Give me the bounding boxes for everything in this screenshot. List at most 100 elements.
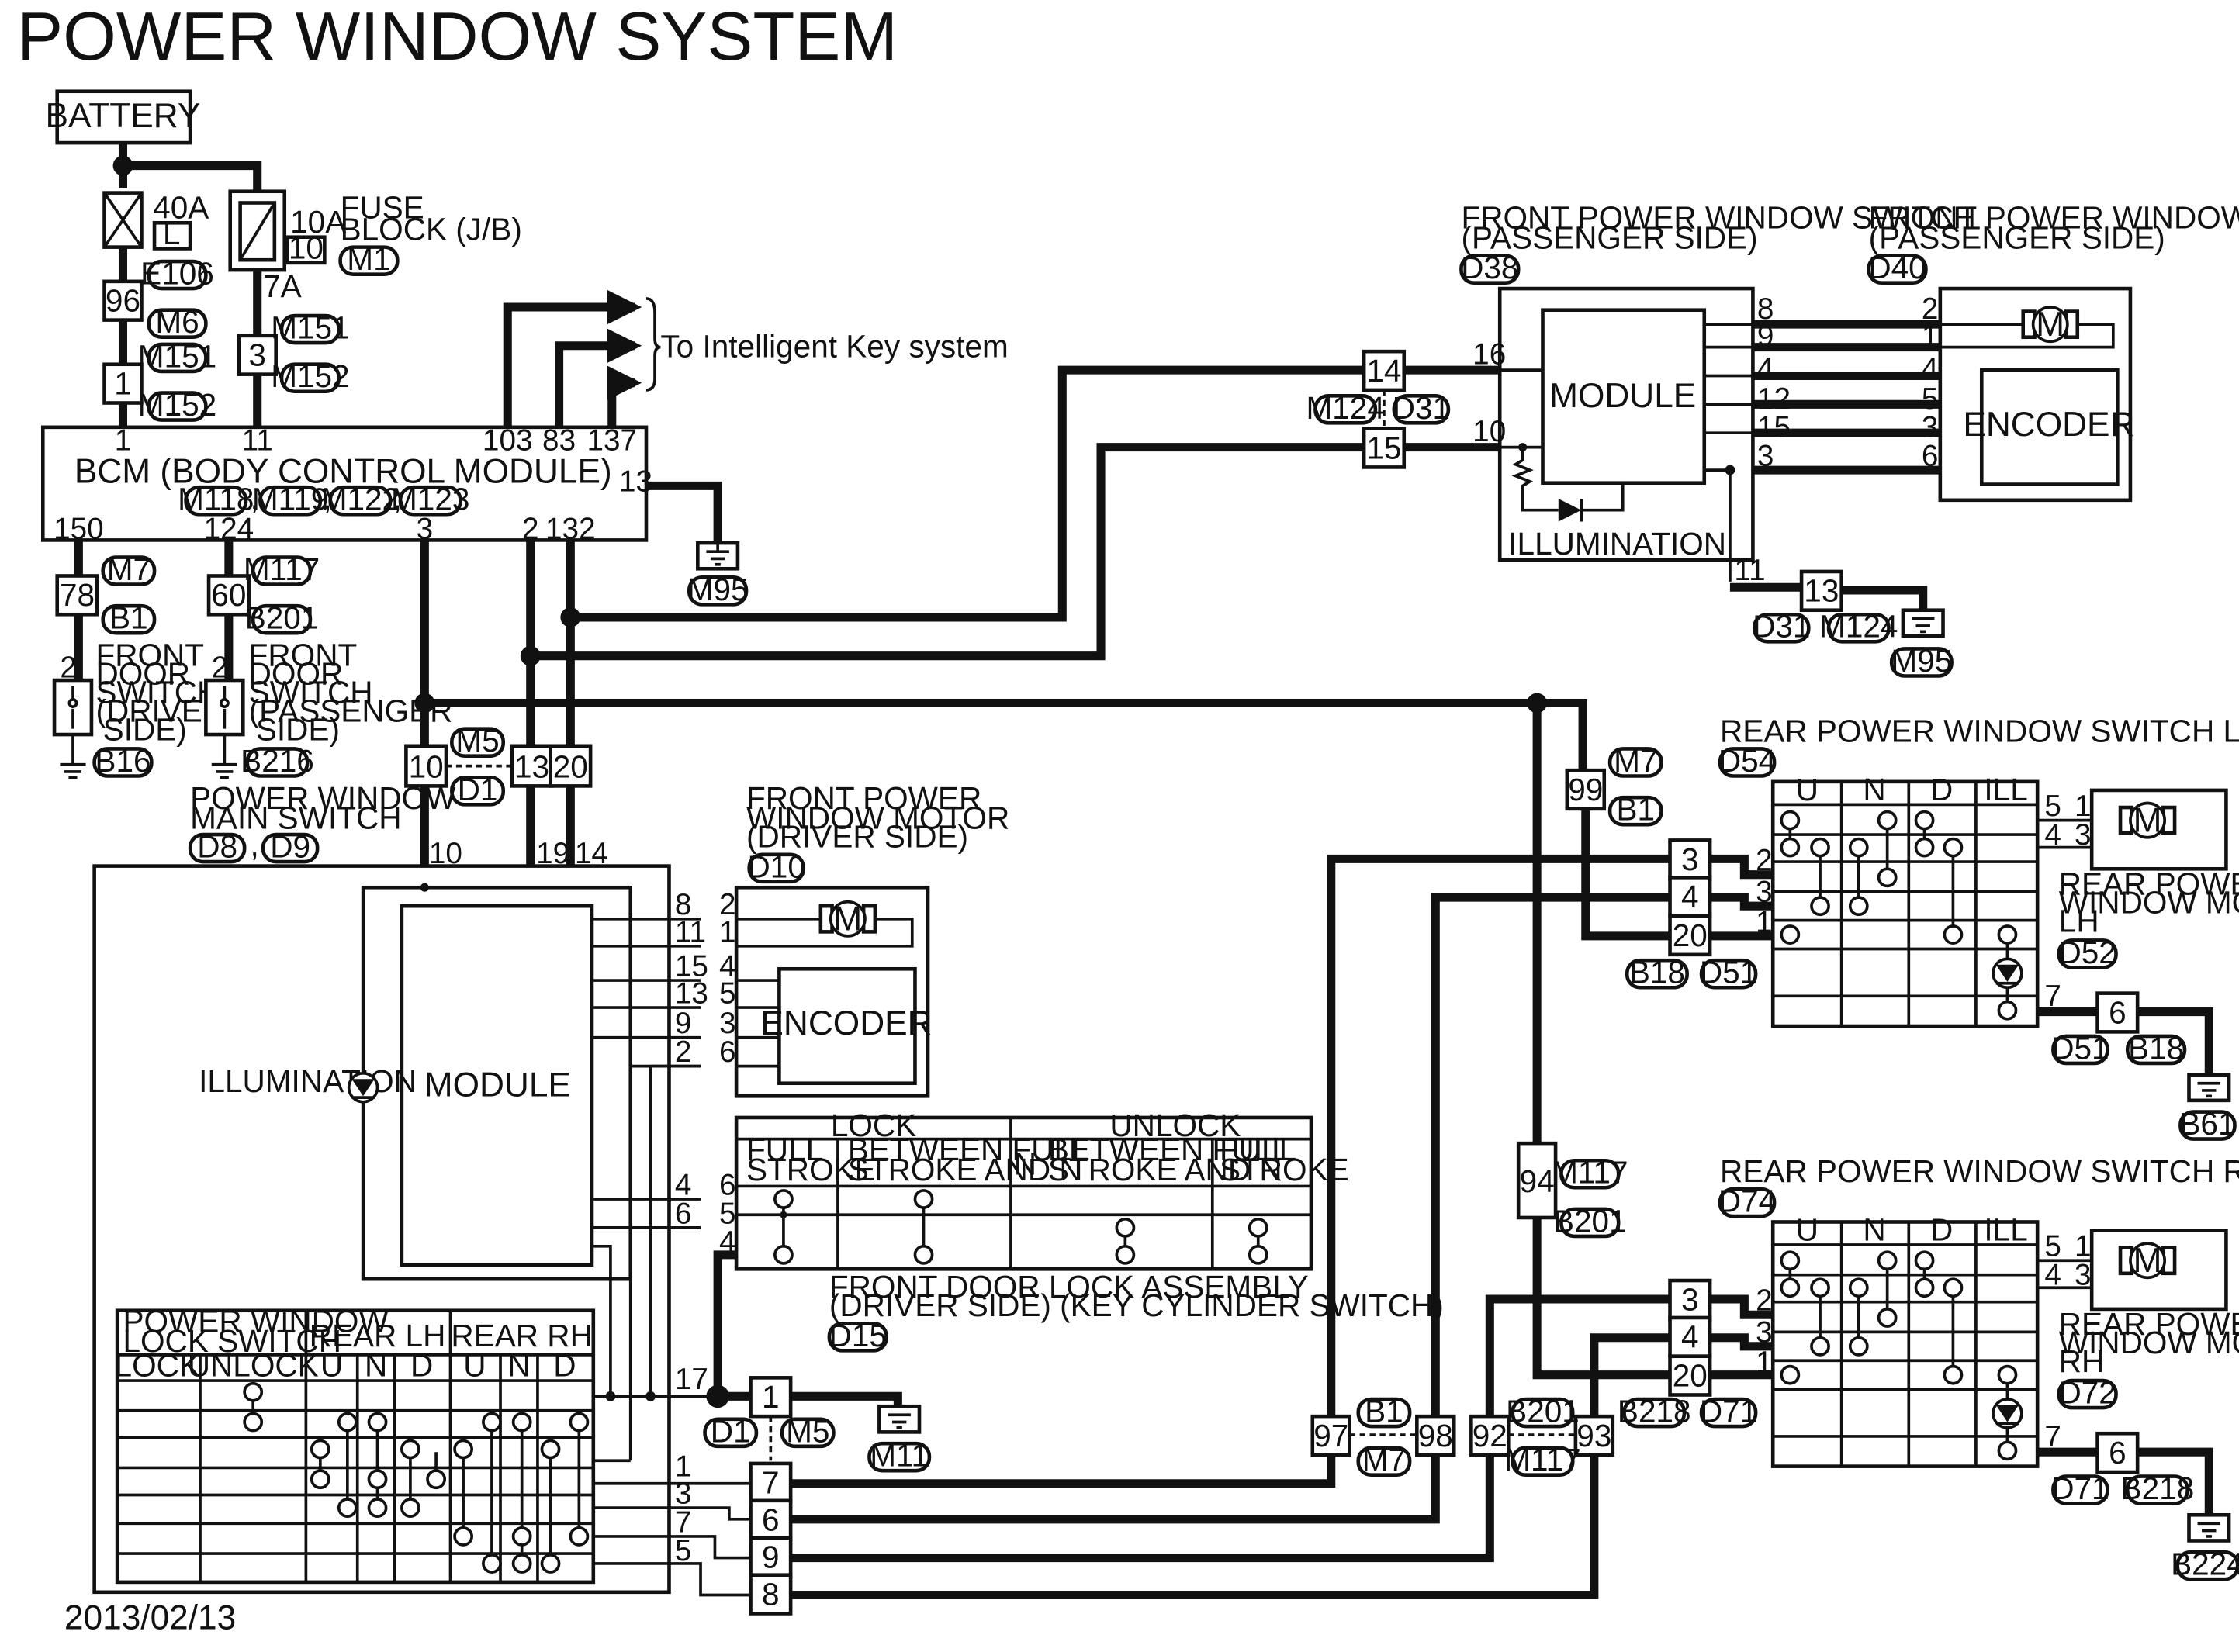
svg-text:D71: D71: [2051, 1471, 2109, 1506]
svg-text:1: 1: [1756, 1346, 1773, 1379]
svg-text:D74: D74: [1718, 1184, 1776, 1219]
rear-rh-motor: 5 1 4 3 M REAR POWER WINDOW MOTOR RH D72: [2037, 1229, 2239, 1411]
svg-text:SIDE): SIDE): [103, 711, 187, 747]
svg-text:M122: M122: [321, 482, 400, 517]
svg-text:M95: M95: [687, 572, 749, 607]
svg-text:(DRIVER SIDE): (DRIVER SIDE): [746, 819, 968, 855]
svg-text:1: 1: [2075, 1230, 2092, 1263]
svg-text:D: D: [1930, 772, 1953, 807]
svg-text:DOOR: DOOR: [249, 656, 344, 692]
svg-text:M1: M1: [347, 241, 390, 277]
svg-text:LOCK: LOCK: [115, 1348, 200, 1384]
svg-text:20: 20: [1673, 1357, 1708, 1393]
svg-text:4: 4: [719, 950, 736, 983]
svg-text:,: ,: [251, 480, 259, 516]
svg-text:99: 99: [1568, 772, 1603, 807]
svg-text:N: N: [1014, 1146, 1036, 1182]
svg-text:3: 3: [2075, 1259, 2092, 1292]
svg-text:N: N: [507, 1348, 530, 1384]
svg-text:STROKE AND N: STROKE AND N: [1048, 1152, 1282, 1187]
svg-text:STROKE: STROKE: [746, 1152, 876, 1187]
svg-text:FRONT: FRONT: [95, 638, 204, 673]
svg-text:20: 20: [553, 748, 588, 784]
svg-text:D10: D10: [748, 848, 805, 884]
svg-text:2: 2: [522, 513, 539, 546]
bottom-joint: 1 3 7 5 7 6 9 8: [675, 1450, 1599, 1616]
svg-text:N: N: [365, 1348, 387, 1384]
svg-text:M119: M119: [252, 482, 328, 517]
svg-text:M95: M95: [1891, 643, 1952, 679]
svg-text:6: 6: [719, 1168, 736, 1201]
svg-text:137: 137: [587, 423, 637, 457]
svg-text:U: U: [1796, 1211, 1819, 1247]
svg-text:98: 98: [1418, 1418, 1453, 1453]
svg-text:LH: LH: [2059, 903, 2099, 938]
svg-text:D: D: [553, 1348, 576, 1384]
svg-text:7: 7: [675, 1505, 692, 1539]
svg-text:MAIN SWITCH: MAIN SWITCH: [190, 800, 401, 836]
svg-text:3: 3: [719, 1007, 736, 1040]
svg-text:1: 1: [719, 915, 736, 949]
svg-text:4: 4: [1681, 879, 1699, 914]
svg-text:M5: M5: [786, 1413, 829, 1449]
rear-rh-joint: 94 M117 B201 3 4 20 B218 D71: [1516, 1141, 1774, 1429]
svg-text:6: 6: [2109, 1435, 2127, 1471]
svg-text:B201: B201: [1553, 1203, 1627, 1239]
svg-text:11: 11: [675, 915, 706, 949]
pass-joint: 14 15 M124 D31: [1306, 349, 1500, 469]
main-module-label: MODULE: [424, 1066, 571, 1104]
svg-text:5: 5: [2044, 1230, 2061, 1263]
svg-text:B218: B218: [2121, 1471, 2195, 1506]
svg-text:13: 13: [514, 748, 549, 784]
battery-feed-wires: [112, 143, 262, 198]
fuse-10a: 10A 10 7A FUSE BLOCK (J/B) M1: [228, 189, 522, 336]
svg-text:B18: B18: [2128, 1030, 2184, 1066]
svg-text:8: 8: [675, 888, 692, 921]
svg-text:ENCODER: ENCODER: [760, 1004, 932, 1042]
joint-97-98: 97 98 B1 M7: [1310, 854, 1670, 1477]
main-ground-joint: 17 1 M11 D1 M5: [675, 1363, 932, 1474]
svg-text:,: ,: [251, 828, 259, 863]
svg-text:FRONT POWER WINDOW SWITCH: FRONT POWER WINDOW SWITCH: [1461, 200, 1975, 236]
svg-text:3: 3: [2075, 818, 2092, 852]
svg-text:E106: E106: [140, 256, 214, 292]
svg-text:(DRIVER: (DRIVER: [95, 693, 225, 728]
svg-text:2: 2: [675, 1035, 692, 1069]
svg-text:M: M: [2133, 1242, 2162, 1280]
svg-text:3: 3: [675, 1477, 692, 1511]
rear-rh-ground: 6 D71 B218 B224: [2051, 1431, 2239, 1582]
svg-text:STROKE AND N: STROKE AND N: [848, 1152, 1082, 1187]
svg-text:6: 6: [675, 1197, 692, 1230]
front-motor-driver: FRONT POWER WINDOW MOTOR (DRIVER SIDE) D…: [675, 780, 1009, 1098]
svg-text:B201: B201: [1506, 1393, 1580, 1429]
svg-text:,: ,: [393, 480, 402, 516]
svg-text:D38: D38: [1461, 250, 1518, 285]
front-pass-switch: FRONT POWER WINDOW SWITCH (PASSENGER SID…: [1459, 200, 1976, 592]
joint-92-93: 92 93 B201 M117: [1469, 1294, 1670, 1477]
svg-text:ILL: ILL: [1984, 1211, 2027, 1247]
svg-text:83: 83: [542, 423, 576, 457]
svg-text:3: 3: [1681, 842, 1699, 877]
svg-text:10: 10: [429, 837, 462, 870]
svg-text:9: 9: [762, 1539, 780, 1574]
svg-text:FULL: FULL: [1220, 1132, 1296, 1167]
svg-text:60: 60: [211, 577, 246, 613]
svg-text:10: 10: [1472, 415, 1506, 448]
svg-text:1: 1: [2075, 790, 2092, 823]
svg-text:REAR POWER WINDOW SWITCH RH: REAR POWER WINDOW SWITCH RH: [1720, 1153, 2239, 1189]
svg-text:13: 13: [1804, 573, 1839, 609]
svg-text:20: 20: [1673, 918, 1708, 953]
svg-text:5: 5: [675, 1534, 692, 1567]
svg-text:WINDOW MOTOR: WINDOW MOTOR: [746, 800, 1009, 836]
svg-text:SWITCH: SWITCH: [249, 675, 373, 710]
svg-text:N: N: [1863, 772, 1885, 807]
svg-text:WINDOW MOTOR: WINDOW MOTOR: [2059, 1325, 2239, 1360]
svg-text:L: L: [163, 216, 181, 251]
svg-text:3: 3: [1681, 1282, 1699, 1318]
front-pass-motor: FRONT POWER WINDOW MOTOR (PASSENGER SIDE…: [1753, 200, 2239, 503]
svg-text:BETWEEN FULL: BETWEEN FULL: [848, 1132, 1089, 1167]
svg-text:D54: D54: [1718, 743, 1776, 779]
svg-text:6: 6: [1922, 440, 1939, 473]
svg-text:M11: M11: [870, 1438, 929, 1474]
svg-text:4: 4: [2044, 818, 2061, 852]
